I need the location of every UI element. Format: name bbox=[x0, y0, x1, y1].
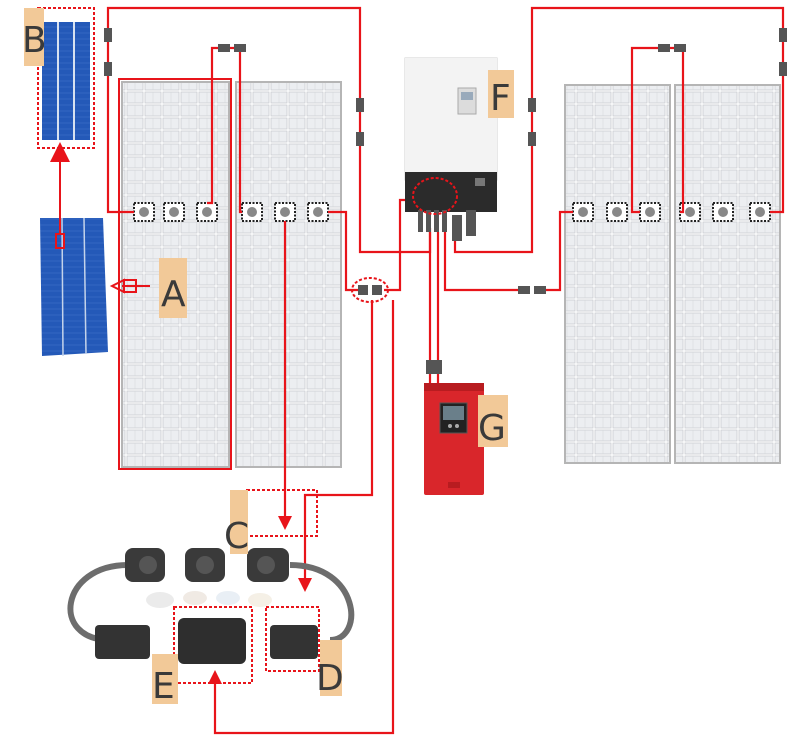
junction-box-icon bbox=[241, 202, 263, 222]
label-g: G bbox=[478, 408, 506, 449]
label-e: E bbox=[152, 666, 175, 707]
mc4-connector-pair bbox=[358, 285, 382, 295]
highlight-d bbox=[265, 606, 320, 672]
cable-loop-top bbox=[67, 562, 355, 643]
solar-cell-a bbox=[40, 217, 108, 357]
connector-highlight bbox=[351, 277, 389, 303]
solar-panel-right-1 bbox=[564, 84, 671, 464]
solar-cell-b bbox=[42, 22, 90, 140]
exploded-parts bbox=[146, 591, 272, 608]
highlight-c bbox=[246, 489, 318, 537]
junction-box-icon bbox=[307, 202, 329, 222]
junction-box-row-right bbox=[572, 202, 771, 222]
label-tag-f: F bbox=[488, 70, 514, 119]
label-tag-e: E bbox=[152, 654, 178, 707]
label-tag-d: D bbox=[316, 640, 344, 699]
arrow-to-d bbox=[298, 578, 312, 592]
label-tag-g: G bbox=[478, 395, 508, 449]
junction-box-icon bbox=[639, 202, 661, 222]
junction-box-icon bbox=[196, 202, 218, 222]
solar-panel-left-2 bbox=[235, 81, 342, 468]
inverter-icon bbox=[404, 57, 498, 241]
cell-b-highlight bbox=[37, 7, 95, 149]
junction-box-icon bbox=[163, 202, 185, 222]
junction-box-icon bbox=[572, 202, 594, 222]
label-tag-b: B bbox=[22, 8, 47, 66]
junction-box-icon bbox=[712, 202, 734, 222]
junction-box-icon bbox=[274, 202, 296, 222]
inline-connectors bbox=[104, 28, 787, 374]
label-tag-c: C bbox=[224, 490, 249, 557]
highlight-e bbox=[173, 606, 253, 684]
solar-panel-right-2 bbox=[674, 84, 781, 464]
mc4-connector-assembly bbox=[95, 618, 318, 664]
label-b: B bbox=[22, 20, 47, 61]
panel-to-cell-arrow-box bbox=[123, 279, 137, 293]
label-c: C bbox=[224, 516, 249, 557]
junction-box-row-left bbox=[133, 202, 329, 222]
arrow-to-c bbox=[278, 516, 292, 530]
panel-highlight-frame bbox=[118, 78, 232, 470]
arrow-to-e bbox=[208, 670, 222, 684]
junction-box-icon bbox=[133, 202, 155, 222]
rapid-shutdown-controller-icon bbox=[424, 383, 484, 495]
label-a: A bbox=[161, 274, 186, 315]
mc4-connector-icon bbox=[125, 548, 289, 582]
label-f: F bbox=[490, 78, 511, 119]
label-tag-a: A bbox=[159, 258, 187, 318]
junction-box-icon bbox=[749, 202, 771, 222]
junction-box-icon bbox=[606, 202, 628, 222]
junction-box-icon bbox=[679, 202, 701, 222]
label-d: D bbox=[316, 658, 344, 699]
inverter-port-highlight bbox=[412, 177, 458, 215]
